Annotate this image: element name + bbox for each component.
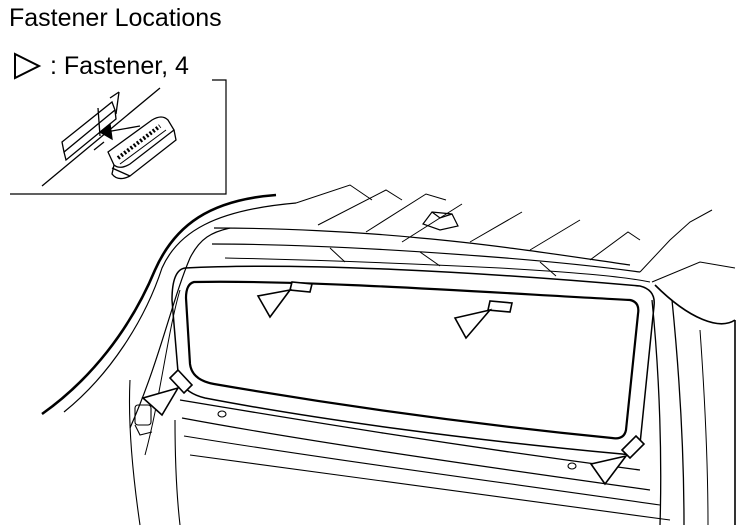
detail-inset — [10, 80, 226, 194]
hollow-triangle-pointer-icon — [14, 52, 42, 80]
legend: : Fastener, 4 — [12, 50, 189, 82]
inset-panel — [42, 88, 160, 186]
fastener-1-pointer-icon — [258, 290, 290, 317]
window-glass-edge — [186, 282, 638, 439]
lower-door-panel — [129, 380, 670, 525]
legend-label: : Fastener, 4 — [50, 51, 189, 80]
fastener-4-pointer-icon — [591, 456, 626, 484]
fastener-3 — [143, 370, 192, 415]
body-outer-edge — [42, 195, 276, 414]
diagram-title: Fastener Locations — [9, 4, 222, 32]
right-pillar — [652, 285, 735, 525]
roof-stop-lamp — [423, 212, 458, 230]
fastener-markers — [143, 282, 644, 484]
fastener-3-pointer-icon — [143, 388, 178, 415]
fastener-4 — [591, 436, 644, 484]
fastener-2 — [455, 301, 512, 338]
fastener-1 — [258, 282, 312, 317]
window-outer-frame — [172, 266, 654, 454]
inset-frame — [10, 80, 226, 194]
inset-fastener-clip — [108, 117, 176, 179]
roof-ribs — [296, 185, 735, 282]
back-window — [172, 266, 654, 454]
inset-arrow — [100, 124, 140, 139]
fastener-2-pointer-icon — [455, 310, 490, 338]
vehicle-body — [42, 185, 735, 525]
